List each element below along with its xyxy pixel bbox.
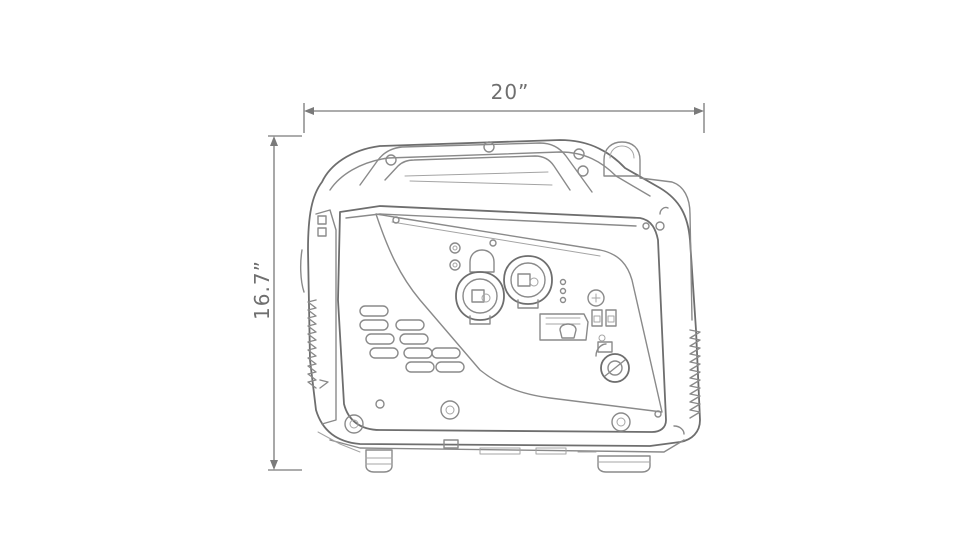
height-dimension	[268, 135, 302, 471]
width-dimension	[303, 103, 705, 133]
start-knob	[600, 353, 630, 383]
generator-body	[299, 139, 701, 473]
height-dimension-label: 16.7”	[250, 260, 274, 320]
feet	[365, 449, 651, 473]
width-dimension-label: 20”	[490, 80, 530, 104]
left-vent-teeth	[307, 299, 329, 389]
outlet-1	[455, 271, 505, 325]
vent-slots	[359, 305, 465, 373]
outlet-2	[503, 255, 553, 309]
